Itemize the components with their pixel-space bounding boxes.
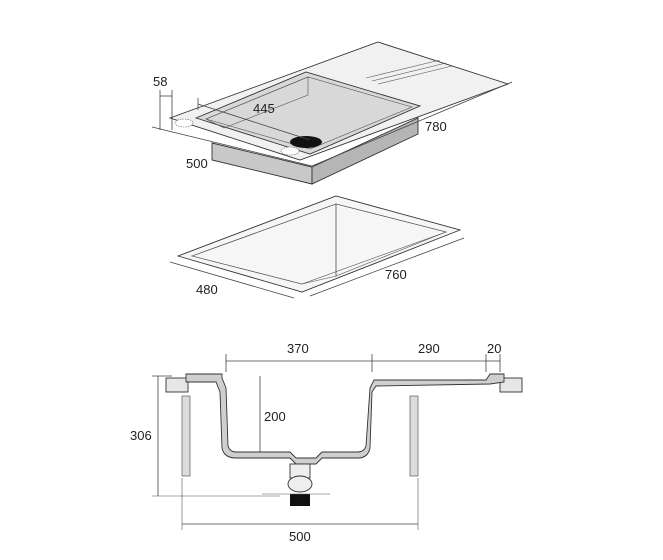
bowl-inner-wall — [205, 76, 309, 129]
cutout-floor — [335, 203, 447, 277]
dimension-445-label: 445 — [253, 101, 275, 116]
bowl-rim — [194, 71, 422, 155]
worktop-right — [499, 377, 523, 393]
dimension-500-label: 500 — [186, 156, 208, 171]
dimension-780-label: 780 — [425, 119, 447, 134]
drainboard-groove — [371, 62, 447, 82]
dimension-20-label: 20 — [487, 341, 501, 356]
sink-profile — [185, 373, 505, 465]
drain-hole-icon — [290, 136, 322, 148]
tap-hole-icon — [280, 146, 300, 156]
drainboard-groove — [365, 59, 441, 79]
dimension-500-line — [151, 126, 313, 167]
bowl-body-side — [311, 117, 419, 185]
drainboard-groove — [377, 65, 453, 85]
cabinet-panel-left — [181, 395, 191, 477]
cabinet-panel-right — [409, 395, 419, 477]
dimension-480-line — [169, 261, 295, 299]
dimension-370-label: 370 — [287, 341, 309, 356]
dimension-200-label: 200 — [264, 409, 286, 424]
dimension-445-line — [197, 103, 311, 141]
dimension-306-label: 306 — [130, 428, 152, 443]
dimension-760-label: 760 — [385, 267, 407, 282]
dimension-760-line — [309, 237, 465, 297]
dimension-500-bottom-label: 500 — [289, 529, 311, 544]
dimension-290-label: 290 — [418, 341, 440, 356]
dimension-780-line — [311, 81, 513, 167]
waste-pipe-icon — [290, 494, 310, 506]
sink-section-view: 370 290 20 306 200 500 — [130, 341, 523, 544]
dimension-480-label: 480 — [196, 282, 218, 297]
tap-hole-icon — [174, 118, 194, 128]
dimension-58-label: 58 — [153, 74, 167, 89]
cutout-outline — [176, 195, 462, 293]
sink-isometric-view: 58 445 780 500 — [151, 41, 513, 185]
worktop-left — [165, 377, 189, 393]
waste-trap — [287, 475, 313, 493]
worktop-cutout-view: 480 760 — [169, 195, 465, 299]
